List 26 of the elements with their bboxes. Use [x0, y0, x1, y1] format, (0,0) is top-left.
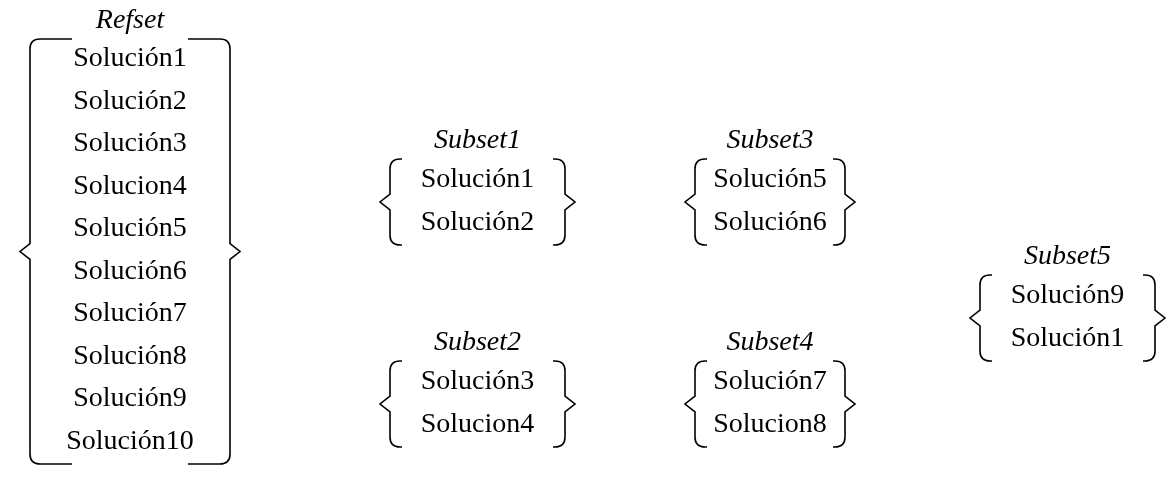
set-element: Solución9 [1009, 277, 1126, 311]
set-title: Subset5 [1022, 238, 1113, 272]
set-element: Solución5 [712, 161, 828, 195]
set-element: Solucion8 [712, 406, 828, 440]
set-element: Solución7 [712, 363, 828, 397]
set-element: Solucion4 [419, 406, 536, 440]
set-title: Refset [94, 2, 166, 36]
set-element: Solución3 [419, 363, 536, 397]
set-title: Subset4 [725, 324, 815, 358]
set-element: Solución1 [1009, 320, 1126, 354]
set-element: Solución6 [712, 204, 828, 238]
set-element: Solución9 [72, 380, 188, 414]
set-element: Solución7 [72, 295, 188, 329]
set-element: Solución3 [72, 125, 188, 159]
set-element: Solución6 [72, 252, 188, 287]
set-element: Solución8 [72, 337, 188, 372]
set-title: Subset1 [432, 122, 523, 156]
set-element: Solucion4 [72, 167, 188, 202]
set-element: Solución2 [419, 204, 536, 238]
set-element: Solución10 [65, 422, 195, 457]
set-element: Solución1 [419, 161, 536, 195]
set-title: Subset3 [725, 122, 815, 156]
set-element: Solución1 [72, 40, 188, 74]
set-element: Solución5 [72, 210, 188, 244]
set-element: Solución2 [72, 82, 188, 117]
set-title: Subset2 [432, 324, 523, 358]
